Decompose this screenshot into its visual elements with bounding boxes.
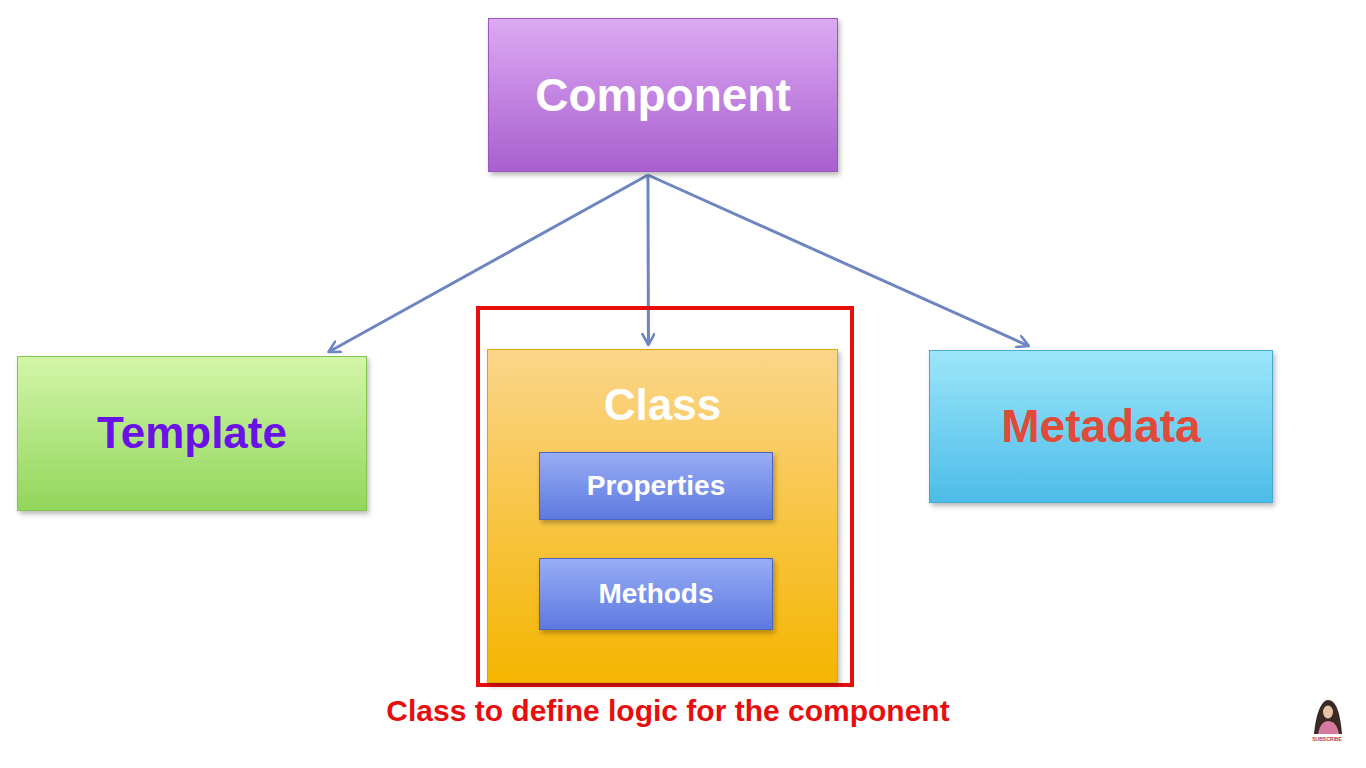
node-label: Class [604, 380, 721, 431]
caption-text: Class to define logic for the component [0, 694, 1336, 728]
arrow-connector [646, 175, 650, 345]
arrow-connector [329, 175, 648, 352]
method-box: Methods [539, 558, 773, 630]
node-label: Metadata [1001, 400, 1200, 453]
node-label: Component [535, 69, 791, 122]
class-box: ClassPropertiesMethods [487, 349, 838, 683]
component-box: Component [488, 18, 838, 172]
property-box: Properties [539, 452, 773, 520]
arrow-connector [648, 175, 1029, 346]
avatar-icon [1314, 700, 1342, 734]
node-label: Properties [587, 470, 726, 502]
highlight-frame [478, 308, 852, 685]
watermark-text: SUBSCRIBE [1304, 736, 1350, 742]
template-box: Template [17, 356, 367, 511]
metadata-box: Metadata [929, 350, 1273, 503]
node-label: Template [97, 408, 287, 459]
node-label: Methods [598, 578, 713, 610]
node-heading: Class [488, 380, 837, 431]
